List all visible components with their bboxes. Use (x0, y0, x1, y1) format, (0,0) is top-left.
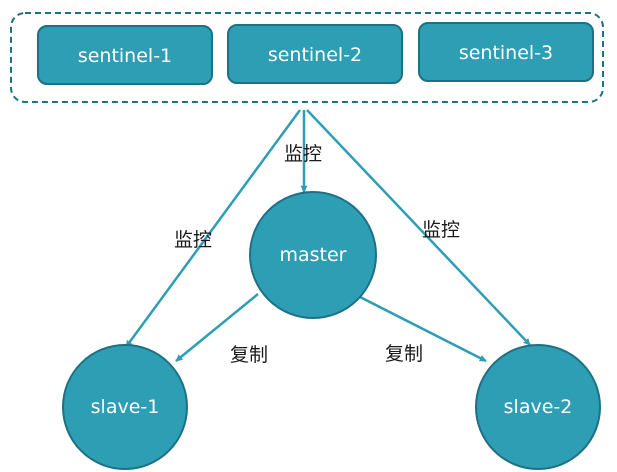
replicate-label-right: 复制 (385, 343, 423, 365)
sentinel-group (10, 12, 604, 103)
slave-1-node: slave-1 (62, 344, 188, 470)
monitor-edge-right (306, 109, 531, 346)
replicate-label-left: 复制 (230, 344, 268, 366)
master-node: master (249, 191, 377, 319)
sentinel-2-label: sentinel-2 (268, 44, 362, 66)
sentinel-3-label: sentinel-3 (459, 42, 553, 64)
sentinel-1-node: sentinel-1 (37, 25, 213, 85)
monitor-edge-left (124, 109, 302, 348)
sentinel-2-node: sentinel-2 (227, 24, 403, 84)
monitor-label-right: 监控 (422, 219, 460, 241)
master-label: master (279, 244, 346, 266)
monitor-label-left: 监控 (174, 229, 212, 251)
replicate-edge-left (175, 293, 259, 362)
slave-1-label: slave-1 (91, 396, 160, 418)
sentinel-1-label: sentinel-1 (78, 45, 172, 67)
slave-2-label: slave-2 (504, 396, 573, 418)
replicate-edge-right (359, 295, 487, 363)
sentinel-3-node: sentinel-3 (418, 22, 594, 82)
monitor-label-center: 监控 (284, 143, 322, 165)
slave-2-node: slave-2 (475, 344, 601, 470)
